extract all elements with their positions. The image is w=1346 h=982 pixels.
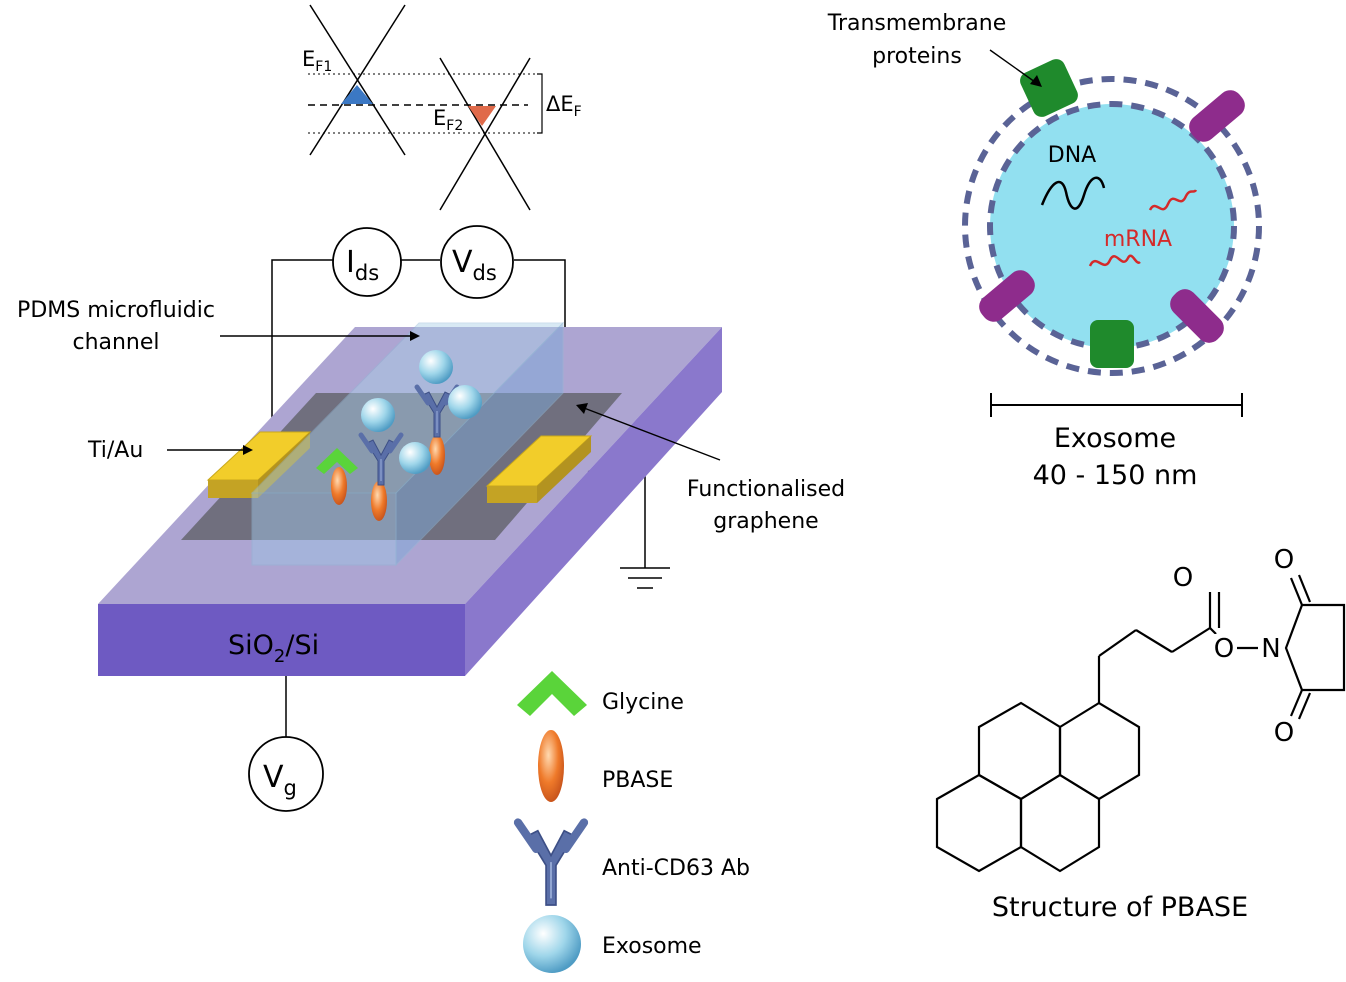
pbase-atom-labels: O O N O O Structure of PBASE [992, 545, 1297, 923]
legend-pbase-label: PBASE [602, 768, 673, 793]
ef1-label: EF1 [302, 47, 332, 75]
o-ester-bg [1211, 634, 1237, 662]
glycine-on-chip [316, 448, 358, 474]
tiau-pad-right-side [537, 436, 591, 503]
o-top-bg [1170, 563, 1196, 591]
device: SiO2/Si [98, 321, 722, 676]
tiau-pad-left-side [258, 432, 310, 498]
pdms-label-line1: PDMS microfluidic [17, 298, 215, 323]
pdms-arrow-head [410, 331, 420, 341]
transmembrane-protein-green-top [1020, 59, 1078, 117]
legend-glycine-icon [517, 671, 587, 716]
o-ring-top-bg [1271, 545, 1297, 573]
tm-label-line1: Transmembrane [827, 11, 1007, 36]
pdms-label-line2: channel [72, 330, 159, 355]
vds-label: Vds [452, 245, 497, 285]
legend-pbase-icon [538, 730, 564, 802]
tiau-pad-left-front [208, 480, 258, 498]
wire-left [271, 259, 333, 438]
atom-o-ring-bottom: O [1274, 718, 1294, 748]
mrna-strand-1 [1148, 189, 1198, 211]
transmembrane-protein-purple-right-bottom [1170, 289, 1224, 343]
vds-meter: Vds [440, 225, 514, 299]
substrate-side [465, 327, 722, 676]
tiau-pad-right-front [487, 486, 537, 503]
dna-strand [1040, 176, 1106, 210]
tiau-arrow-head [243, 445, 253, 455]
n-bg [1258, 634, 1284, 662]
legend-glycine-label: Glycine [602, 690, 684, 715]
pyrene-ring-a [977, 701, 1062, 801]
exosome-on-chip-1 [361, 398, 395, 432]
mrna-strand-2 [1088, 254, 1141, 267]
ring-carbonyl-bottom-b [1297, 692, 1312, 720]
chain-bond-4 [1171, 627, 1211, 653]
atom-n: N [1261, 634, 1280, 664]
dirac-cone-2-line-b [439, 57, 531, 211]
substrate-front [98, 604, 465, 676]
tm-arrow-head [1030, 75, 1042, 87]
pbase-on-chip-2 [371, 481, 387, 521]
mrna-label: mRNA [1104, 227, 1172, 252]
delta-ef-label: ΔEF [546, 92, 582, 120]
o-ring-bottom-bg [1271, 718, 1297, 746]
band-diagram: EF1 EF2 ΔEF [302, 4, 582, 211]
exosome-title: Exosome [1054, 423, 1176, 454]
pbase-structure [935, 574, 1346, 873]
pyrene-ring-b [1058, 701, 1141, 801]
vg-meter: Vg [248, 736, 324, 812]
graphene-arrow-line [583, 407, 721, 461]
succinimide-ring [1284, 603, 1346, 692]
electron-fill-triangle [341, 85, 373, 104]
legend-exosome-label: Exosome [602, 934, 702, 959]
substrate-label: SiO2/Si [228, 630, 319, 667]
pbase-on-chip-3 [429, 435, 445, 475]
ester-bond-1 [1209, 627, 1217, 635]
legend-antibody-label: Anti-CD63 Ab [602, 856, 750, 881]
device-annotations [167, 331, 721, 461]
exosome-size: 40 - 150 nm [1033, 460, 1198, 491]
transmembrane-protein-green-bottom [1090, 320, 1134, 368]
pbase-caption: Structure of PBASE [992, 892, 1248, 923]
ids-label: Ids [346, 245, 379, 285]
exosome-on-chip-4 [448, 385, 482, 419]
ids-meter: Ids [332, 227, 402, 297]
exosome-on-chip-2 [399, 442, 431, 474]
legend-exosome-icon [523, 915, 581, 973]
graphene-arrow-head [576, 403, 588, 414]
graphene-label-line2: graphene [713, 509, 818, 534]
pbase-on-chip-1 [331, 467, 347, 505]
atom-o-ring-top: O [1274, 545, 1294, 575]
delta-ef-bracket [537, 73, 543, 134]
atom-o-carbonyl: O [1173, 563, 1193, 593]
tm-label-line2: proteins [872, 44, 962, 69]
ring-carbonyl-top-a [1289, 577, 1304, 606]
pyrene-ring-c [935, 773, 1023, 873]
pyrene-ring-d [1019, 773, 1101, 873]
hole-fill-triangle [468, 106, 496, 126]
legend: Glycine PBASE Anti-CD63 Ab Exosome [517, 671, 750, 973]
dna-label: DNA [1048, 143, 1096, 168]
exosome-on-chip-3 [419, 350, 453, 384]
transmembrane-protein-purple-right-top [1189, 90, 1245, 142]
tiau-label: Ti/Au [87, 438, 143, 463]
dirac-cone-1-line-b [309, 4, 406, 156]
ring-carbonyl-top-b [1297, 574, 1312, 603]
chain-bond-3 [1135, 629, 1173, 653]
legend-antibody-icon [518, 823, 584, 906]
ring-carbonyl-bottom-a [1289, 689, 1304, 717]
exosome-lumen [987, 101, 1237, 351]
atom-o-ester: O [1214, 634, 1234, 664]
transmembrane-protein-purple-left [979, 270, 1035, 322]
graphene-label-line1: Functionalised [687, 477, 845, 502]
exosome-diagram: DNA mRNA Transmembrane proteins Exosome … [827, 11, 1262, 491]
tm-arrow-line [989, 49, 1036, 83]
vg-label: Vg [263, 760, 297, 800]
chain-bond-2 [1098, 629, 1137, 657]
ef2-label: EF2 [433, 106, 463, 134]
exosome-outer-membrane [962, 76, 1262, 376]
